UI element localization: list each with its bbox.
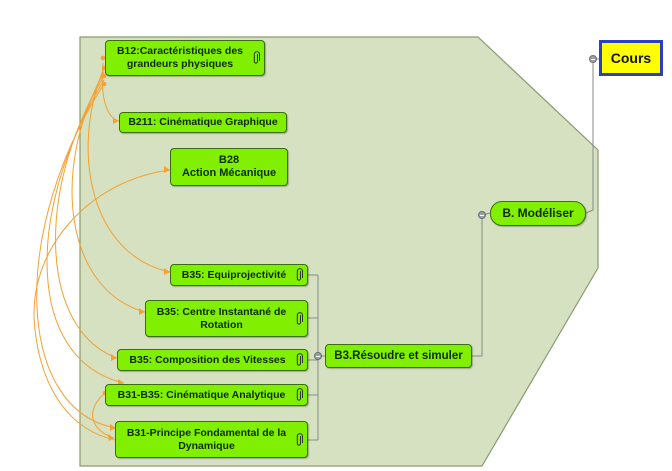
relationship-dot — [101, 81, 107, 87]
paperclip-icon[interactable] — [252, 51, 260, 65]
topic-node-b12[interactable]: B12:Caractéristiques des grandeurs physi… — [105, 40, 265, 76]
topic-node-b31-principe-fondamental[interactable]: B31-Principe Fondamental de la Dynamique — [115, 421, 308, 458]
relationship-arrows — [33, 62, 171, 441]
root-label: Cours — [610, 50, 652, 66]
arrowhead — [164, 268, 170, 275]
topic-node-label: B211: Cinématique Graphique — [128, 116, 278, 128]
arrowhead — [110, 424, 116, 431]
collapse-toggle-icon[interactable] — [314, 352, 322, 360]
topic-node-code: B28 — [218, 154, 240, 166]
main-topic-modeliser[interactable]: B. Modéliser — [490, 201, 586, 226]
arrowhead — [108, 434, 114, 441]
collapse-toggle-icon[interactable] — [589, 55, 597, 63]
topic-node-label: B35: Centre Instantané de Rotation — [156, 305, 287, 331]
topic-node-b28[interactable]: B28 Action Mécanique — [170, 148, 288, 186]
relationship-b12-b35-comp — [55, 75, 118, 359]
topic-node-b35-centre-instantane[interactable]: B35: Centre Instantané de Rotation — [145, 300, 308, 337]
topic-node-label: B31-B35: Cinématique Analytique — [117, 388, 286, 401]
arrowhead — [164, 166, 170, 173]
relationship-dot — [101, 73, 107, 79]
paperclip-icon[interactable] — [295, 311, 303, 326]
topic-node-label: B35: Composition des Vitesses — [129, 353, 286, 366]
paperclip-icon[interactable] — [295, 353, 303, 367]
main-topic-label: B. Modéliser — [502, 206, 574, 220]
topic-node-b211[interactable]: B211: Cinématique Graphique — [119, 112, 287, 133]
topic-node-b35-composition[interactable]: B35: Composition des Vitesses — [117, 349, 308, 371]
topic-node-label: B31-Principe Fondamental de la Dynamique — [126, 426, 287, 452]
topic-node-label: B35: Equiprojectivité — [181, 268, 287, 281]
arrowhead — [111, 354, 117, 361]
relationship-b12-b31-pfd — [36, 83, 117, 429]
relationship-b28-pfd — [33, 169, 171, 441]
topic-node-b31-b35-cinematique-analytique[interactable]: B31-B35: Cinématique Analytique — [105, 384, 308, 406]
paperclip-icon[interactable] — [295, 432, 303, 447]
relationship-dot — [100, 55, 106, 61]
branch-node-resoudre-simuler[interactable]: B3.Résoudre et simuler — [325, 344, 472, 368]
topic-node-title: Action Mécanique — [181, 167, 277, 179]
arrowhead — [113, 118, 119, 124]
relationship-b31-b35-pfd — [92, 392, 115, 439]
paperclip-icon[interactable] — [295, 388, 303, 402]
paperclip-icon[interactable] — [295, 268, 303, 282]
branch-node-label: B3.Résoudre et simuler — [334, 349, 463, 362]
topic-node-label: B12:Caractéristiques des grandeurs physi… — [116, 45, 244, 70]
collapse-toggle-icon[interactable] — [478, 211, 486, 219]
root-node-cours[interactable]: Cours — [599, 40, 663, 76]
topic-node-b35-equiprojectivite[interactable]: B35: Equiprojectivité — [170, 264, 308, 286]
arrowhead — [139, 308, 145, 315]
